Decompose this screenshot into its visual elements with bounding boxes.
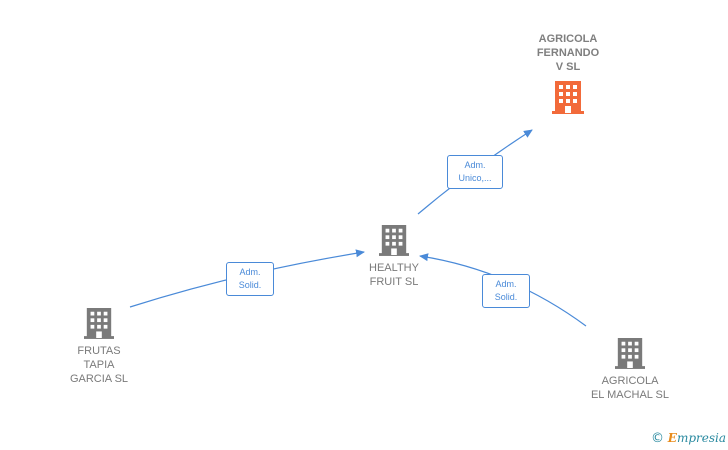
node-healthy-fruit[interactable]: HEALTHY FRUIT SL xyxy=(352,222,436,289)
empresia-watermark: © Empresia xyxy=(651,431,726,446)
node-label: FRUTAS TAPIA GARCIA SL xyxy=(69,345,129,385)
building-icon xyxy=(84,308,114,339)
node-label: AGRICOLA EL MACHAL SL xyxy=(590,375,670,401)
building-icon xyxy=(615,338,645,369)
copyright-icon: © xyxy=(650,431,664,446)
brand-name: mpresia xyxy=(676,431,726,445)
node-label: HEALTHY FRUIT SL xyxy=(369,262,419,288)
node-label: AGRICOLA FERNANDO V SL xyxy=(536,33,600,73)
edge-label-adm-solid-machal[interactable]: Adm. Solid. xyxy=(482,274,530,308)
brand-initial: E xyxy=(667,431,677,445)
node-agricola-machal[interactable]: AGRICOLA EL MACHAL SL xyxy=(578,335,682,402)
edge-label-adm-unico[interactable]: Adm. Unico,... xyxy=(447,155,503,189)
building-icon xyxy=(379,225,409,256)
node-frutas-tapia[interactable]: FRUTAS TAPIA GARCIA SL xyxy=(56,305,142,386)
edge-label-adm-solid-tapia[interactable]: Adm. Solid. xyxy=(226,262,274,296)
node-agricola-fernando[interactable]: AGRICOLA FERNANDO V SL xyxy=(516,32,620,115)
building-icon xyxy=(552,81,584,114)
